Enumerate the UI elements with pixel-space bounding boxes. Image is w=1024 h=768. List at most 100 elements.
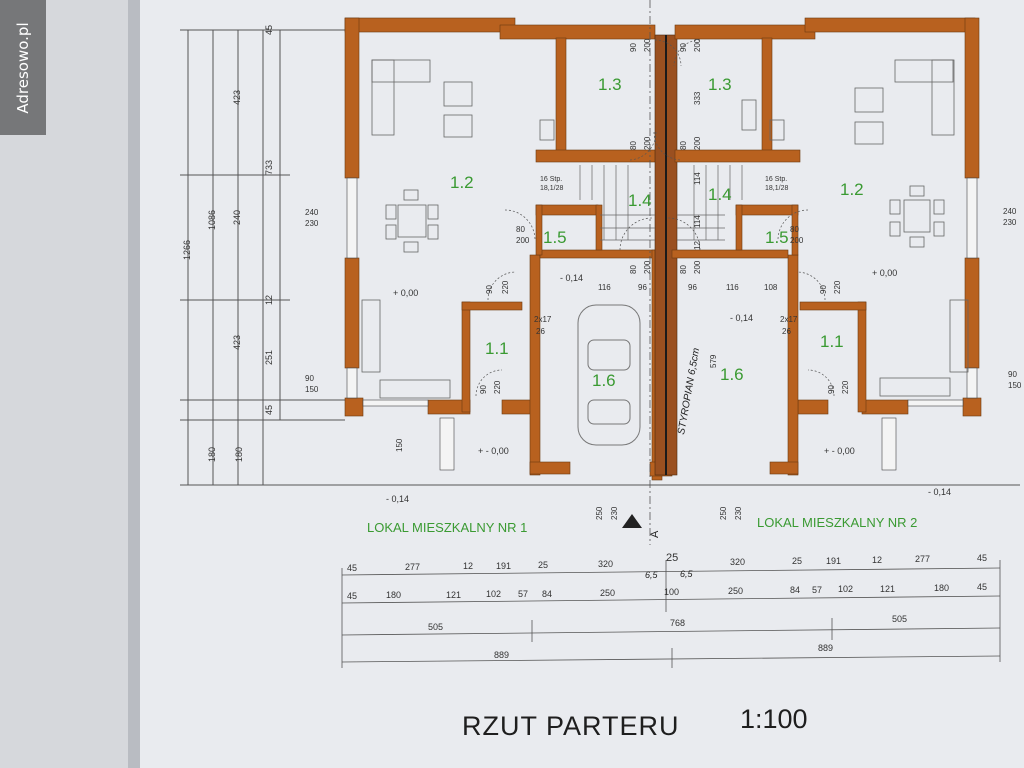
mark-w2-top: 90 <box>305 374 314 383</box>
mark-stair1-right: 2x17 <box>780 315 798 324</box>
bottom-row-1: 45 277 12 191 25 320 25 320 25 191 12 27… <box>347 552 987 573</box>
plan-scale: 1:100 <box>740 704 808 734</box>
mark-gar-left-top: 250 <box>595 506 604 520</box>
bottom-row-3: 505 768 505 <box>428 614 907 632</box>
room-1-2-left: 1.2 <box>450 173 474 192</box>
svg-text:45: 45 <box>347 563 357 573</box>
svg-text:191: 191 <box>826 556 841 566</box>
mark-mid-a-left: 116 <box>598 283 611 292</box>
svg-text:320: 320 <box>730 557 745 567</box>
level-main-left: + 0,00 <box>393 288 418 298</box>
mark-door-r4-top: 80 <box>790 225 799 234</box>
stairs-right <box>677 165 743 241</box>
mark-mid-f1: 114 <box>693 172 702 185</box>
svg-text:25: 25 <box>666 552 678 564</box>
mark-door2-top: 80 <box>516 225 525 234</box>
room-1-6-right: 1.6 <box>720 365 744 384</box>
mark-mid-b-left: 96 <box>638 283 647 292</box>
section-mark: A <box>649 530 661 538</box>
mark-stair1-left: 2x17 <box>534 315 552 324</box>
mark-mid-b-right: 96 <box>688 283 697 292</box>
mark-stair2-right: 26 <box>782 327 791 336</box>
svg-text:250: 250 <box>728 586 743 596</box>
furniture-left <box>361 59 555 399</box>
mark-door-r2-bot: 200 <box>693 136 702 150</box>
svg-text:505: 505 <box>892 614 907 624</box>
mark-door3-top: 90 <box>629 43 638 52</box>
svg-text:768: 768 <box>670 618 685 628</box>
mark-mid-g: 12 <box>693 241 702 250</box>
svg-text:277: 277 <box>915 554 930 564</box>
dim-inner: 1086 <box>207 210 217 230</box>
dim-a: 733 <box>264 160 274 175</box>
stairs-ratio-right: 18,1/28 <box>765 185 788 192</box>
room-1-5-right: 1.5 <box>765 228 789 247</box>
svg-text:889: 889 <box>494 650 509 660</box>
mark-door-r6-top: 90 <box>827 385 836 394</box>
bottom-row-4: 889 889 <box>494 643 833 660</box>
svg-text:102: 102 <box>486 589 501 599</box>
car-outline <box>577 304 641 446</box>
room-1-3-right: 1.3 <box>708 75 732 94</box>
svg-text:100: 100 <box>664 587 679 597</box>
mark-gar-right-top: 250 <box>719 506 728 520</box>
mark-door-r4-bot: 200 <box>790 236 804 245</box>
level-garage-left: - 0,14 <box>560 273 583 283</box>
mark-door-r5-bot: 220 <box>833 280 842 294</box>
svg-text:45: 45 <box>977 582 987 592</box>
mark-rw2-top: 90 <box>1008 370 1017 379</box>
mark-door4-top: 80 <box>629 141 638 150</box>
dim-g-left2: 180 <box>234 447 244 462</box>
svg-text:889: 889 <box>818 643 833 653</box>
level-main-right: + 0,00 <box>872 268 897 278</box>
svg-text:102: 102 <box>838 584 853 594</box>
mark-door2-bot: 200 <box>516 236 530 245</box>
dim-b: 423 <box>232 90 242 105</box>
dim-d: 251 <box>264 350 274 365</box>
bottom-row1-hand-left: 6,5 <box>645 570 659 580</box>
mark-w1-bot: 230 <box>305 219 319 228</box>
mark-door-r3-top: 80 <box>679 265 688 274</box>
svg-text:12: 12 <box>463 561 473 571</box>
svg-text:250: 250 <box>600 588 615 598</box>
stairs-count-right: 16 Stp. <box>765 176 787 183</box>
mark-door-r1-bot: 200 <box>693 38 702 52</box>
svg-text:320: 320 <box>598 559 613 569</box>
mark-door3-bot: 200 <box>643 38 652 52</box>
svg-text:57: 57 <box>812 585 822 595</box>
level-garage-right: - 0,14 <box>730 313 753 323</box>
svg-text:12: 12 <box>872 555 882 565</box>
mark-rw1-bot: 230 <box>1003 218 1017 227</box>
svg-text:191: 191 <box>496 561 511 571</box>
paper-sheet <box>140 0 1024 768</box>
room-1-5-left: 1.5 <box>543 228 567 247</box>
svg-text:121: 121 <box>446 590 461 600</box>
svg-text:180: 180 <box>934 583 949 593</box>
mark-mid-d: 333 <box>693 91 702 105</box>
mark-door-r2-top: 80 <box>679 141 688 150</box>
bottom-row1-hand-right: 6,5 <box>680 569 694 579</box>
mark-door-r6-bot: 220 <box>841 380 850 394</box>
svg-text:57: 57 <box>518 589 528 599</box>
unit-right-name: LOKAL MIESZKALNY NR 2 <box>757 515 917 530</box>
mark-door-r1-top: 90 <box>679 43 688 52</box>
level-entrance-left: + - 0,00 <box>478 446 509 456</box>
svg-text:505: 505 <box>428 622 443 632</box>
mark-door5-bot: 220 <box>493 380 502 394</box>
mark-door4-bot: 200 <box>643 136 652 150</box>
mark-w3-top: 150 <box>395 438 404 452</box>
mark-door-r3-bot: 200 <box>693 260 702 274</box>
stairs-ratio-left: 18,1/28 <box>540 185 563 192</box>
dim-g-left: 180 <box>207 447 217 462</box>
level-terrain-right: - 0,14 <box>928 487 951 497</box>
mark-rw2-bot: 150 <box>1008 381 1022 390</box>
windows <box>346 177 978 471</box>
dim-e-top: 45 <box>264 25 274 35</box>
bottom-dimension-lines <box>341 567 1001 663</box>
mark-gar-right-bot: 230 <box>734 506 743 520</box>
mark-door6-bot: 200 <box>643 260 652 274</box>
mark-door-r5-top: 90 <box>819 285 828 294</box>
stairs-left <box>579 165 655 241</box>
dim-total: 1266 <box>182 240 192 260</box>
